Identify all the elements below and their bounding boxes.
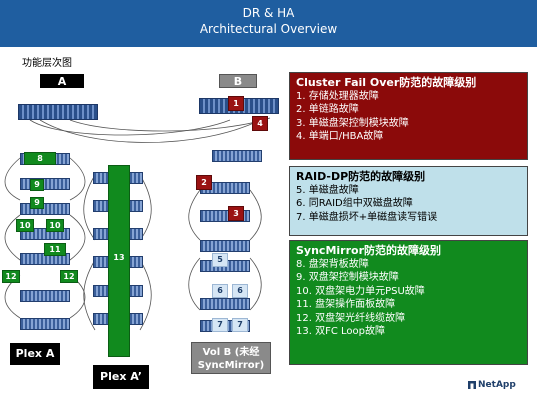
controller-a-label: A (40, 74, 84, 88)
cable-line (139, 174, 152, 241)
fault-badge-10: 10 (16, 219, 34, 232)
fault-badge-6: 6 (212, 284, 228, 298)
panel-item: 3. 单磁盘架控制模块故障 (296, 117, 409, 129)
cable-line (29, 119, 231, 136)
fault-badge-9: 9 (30, 197, 44, 209)
cable-line (188, 189, 201, 241)
cable-line (69, 117, 271, 132)
fault-badge-1: 1 (228, 96, 244, 111)
cable-line (188, 257, 201, 311)
disk-shelf (20, 290, 70, 302)
fault-badge-8: 8 (24, 152, 56, 165)
cable-line (4, 214, 21, 261)
fault-badge-2: 2 (196, 175, 212, 190)
plex-a-prime-bar (108, 165, 130, 357)
fault-badge-7: 7 (232, 318, 248, 332)
fault-badge-12: 12 (2, 270, 20, 283)
cable-line (139, 259, 152, 331)
cable-line (69, 214, 86, 261)
disk-shelf (212, 150, 262, 162)
fault-badge-12: 12 (60, 270, 78, 283)
plex-a-prime-label: Plex A’ (93, 365, 149, 389)
netapp-logo-text: NetApp (478, 380, 516, 390)
disk-shelf (200, 298, 250, 310)
disk-shelf (200, 240, 250, 252)
panel-item: 9. 双盘架控制模块故障 (296, 272, 399, 283)
fault-badge-11: 11 (44, 243, 66, 256)
disk-shelf (20, 318, 70, 330)
disk-shelf (20, 178, 70, 190)
panel-item: 4. 单端口/HBA故障 (296, 131, 384, 142)
vol-b-label-line1: Vol B (未经 (202, 347, 260, 358)
fault-badge-7: 7 (212, 318, 228, 332)
slide-subtitle: Architectural Overview (199, 22, 338, 36)
netapp-logo-icon (468, 381, 476, 389)
panel-item: 1. 存储处理器故障 (296, 90, 379, 102)
panel-title: SyncMirror防范的故障级别 (296, 244, 441, 257)
panel-item: 5. 单磁盘故障 (296, 184, 359, 196)
vol-b-label-line2: SyncMirror) (197, 360, 265, 371)
panel-item: 6. 同RAID组中双磁盘故障 (296, 198, 413, 209)
controller-a (18, 104, 98, 120)
panel-syncmirror: SyncMirror防范的故障级别 8. 盘架背板故障 9. 双盘架控制模块故障… (289, 240, 528, 365)
fault-badge-6: 6 (232, 284, 248, 298)
cable-line (83, 259, 96, 331)
slide-header: DR & HA Architectural Overview (0, 0, 537, 47)
cable-line (39, 119, 261, 143)
panel-item: 10. 双盘架电力单元PSU故障 (296, 285, 425, 297)
cable-line (249, 257, 262, 311)
fault-badge-9: 9 (30, 179, 44, 191)
fault-badge-3: 3 (228, 206, 244, 221)
panel-item: 12. 双盘架光纤线缆故障 (296, 312, 406, 324)
plex-a-label: Plex A (10, 343, 60, 365)
panel-cluster-failover: Cluster Fail Over防范的故障级别 1. 存储处理器故障 2. 单… (289, 72, 528, 160)
fault-badge-4: 4 (252, 116, 268, 131)
cable-line (83, 174, 96, 241)
panel-item: 8. 盘架背板故障 (296, 258, 369, 270)
fault-badge-5: 5 (212, 253, 228, 267)
slide-title: DR & HA (242, 6, 295, 20)
panel-title: RAID-DP防范的故障级别 (296, 170, 426, 183)
panel-item: 2. 单链路故障 (296, 104, 359, 115)
section-title: 功能层次图 (22, 58, 72, 69)
panel-raid-dp: RAID-DP防范的故障级别 5. 单磁盘故障 6. 同RAID组中双磁盘故障 … (289, 166, 528, 236)
cable-line (4, 157, 21, 201)
panel-title: Cluster Fail Over防范的故障级别 (296, 76, 477, 89)
fault-badge-13: 13 (113, 253, 125, 262)
panel-item: 11. 盘架操作面板故障 (296, 299, 396, 310)
panel-item: 7. 单磁盘损坏+单磁盘读写错误 (296, 211, 438, 223)
disk-shelf (20, 203, 70, 215)
vol-b-label: Vol B (未经 SyncMirror) (191, 342, 271, 374)
fault-badge-10: 10 (46, 219, 64, 232)
controller-b-label: B (219, 74, 257, 88)
panel-item: 13. 双FC Loop故障 (296, 326, 385, 337)
cable-line (249, 189, 262, 241)
cable-line (69, 157, 86, 201)
